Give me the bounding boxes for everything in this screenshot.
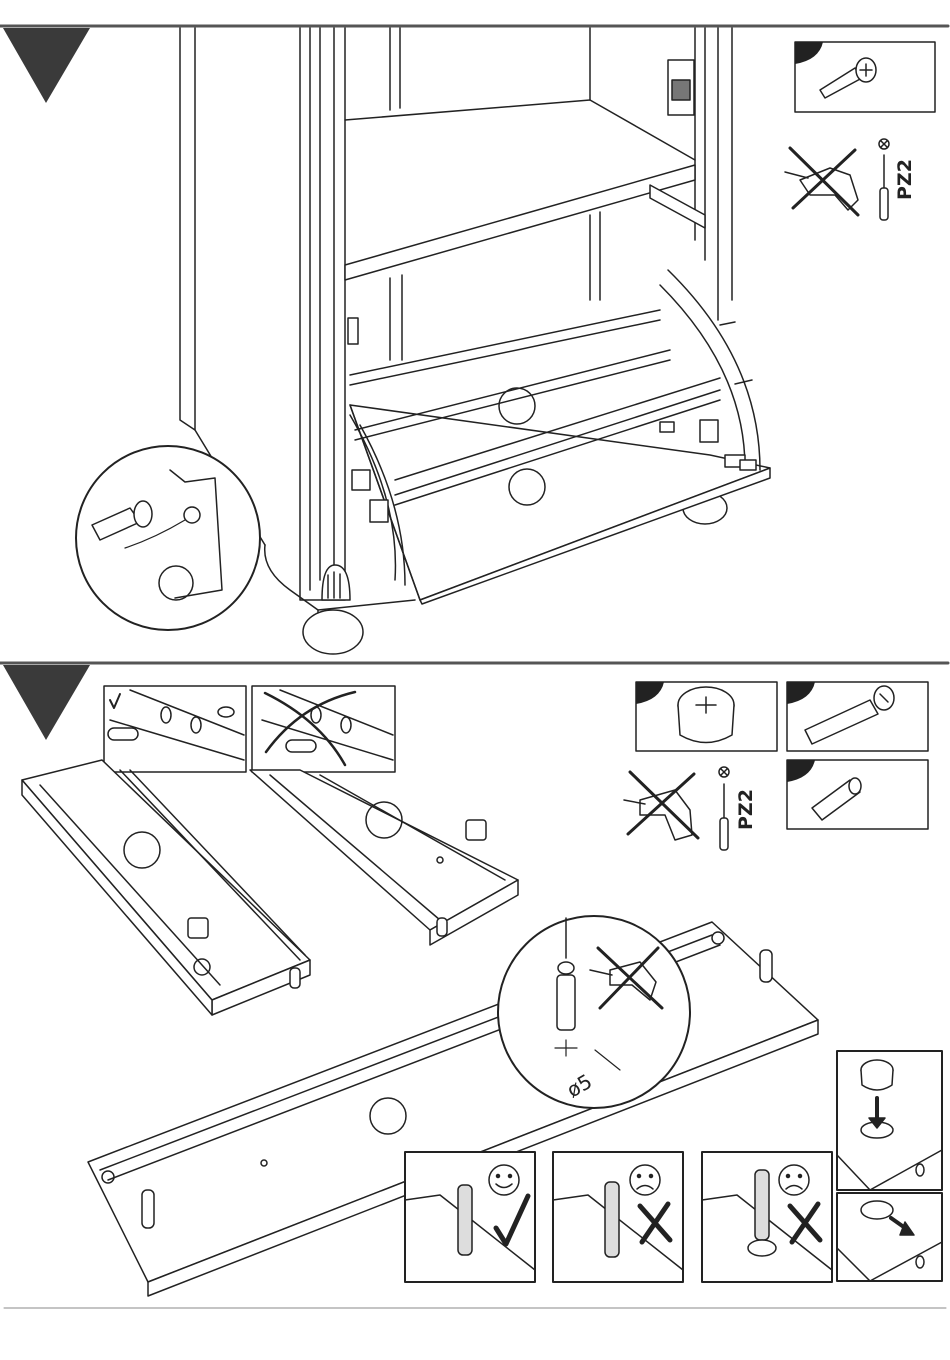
bolt-depth-incorrect-2 [702,1152,832,1282]
bolt-depth-incorrect-1 [553,1152,683,1282]
cabinet-drawing [180,28,770,654]
cam-insertion-sequence [837,1051,942,1281]
panel-middle [250,770,518,945]
step-2: ø5 [0,663,948,1308]
step-2-marker-triangle [3,665,90,740]
hardware-box-dowel [787,760,928,829]
dowel-detail-correct [104,686,246,772]
bolt-depth-correct [405,1152,535,1282]
cam-lock-icon [678,687,734,743]
bolt-detail-callout: ø5 [498,916,690,1108]
screw-detail-callout [76,446,260,630]
dowel-detail-incorrect [252,686,395,772]
screwdriver-icon [879,139,889,220]
hardware-box-cam-bolt [787,682,928,751]
screwdriver-icon [719,767,729,850]
tool-size-label: PZ2 [894,159,916,200]
drill-prohibited-icon [624,772,698,840]
drill-prohibited-icon [785,148,858,215]
hardware-box-screw [795,42,935,112]
panel-left [22,760,310,1015]
tool-size-label: PZ2 [735,789,757,830]
step-1-marker-triangle [3,28,90,103]
hardware-box-cam-lock [636,682,777,751]
step-1: PZ2 [0,26,948,654]
